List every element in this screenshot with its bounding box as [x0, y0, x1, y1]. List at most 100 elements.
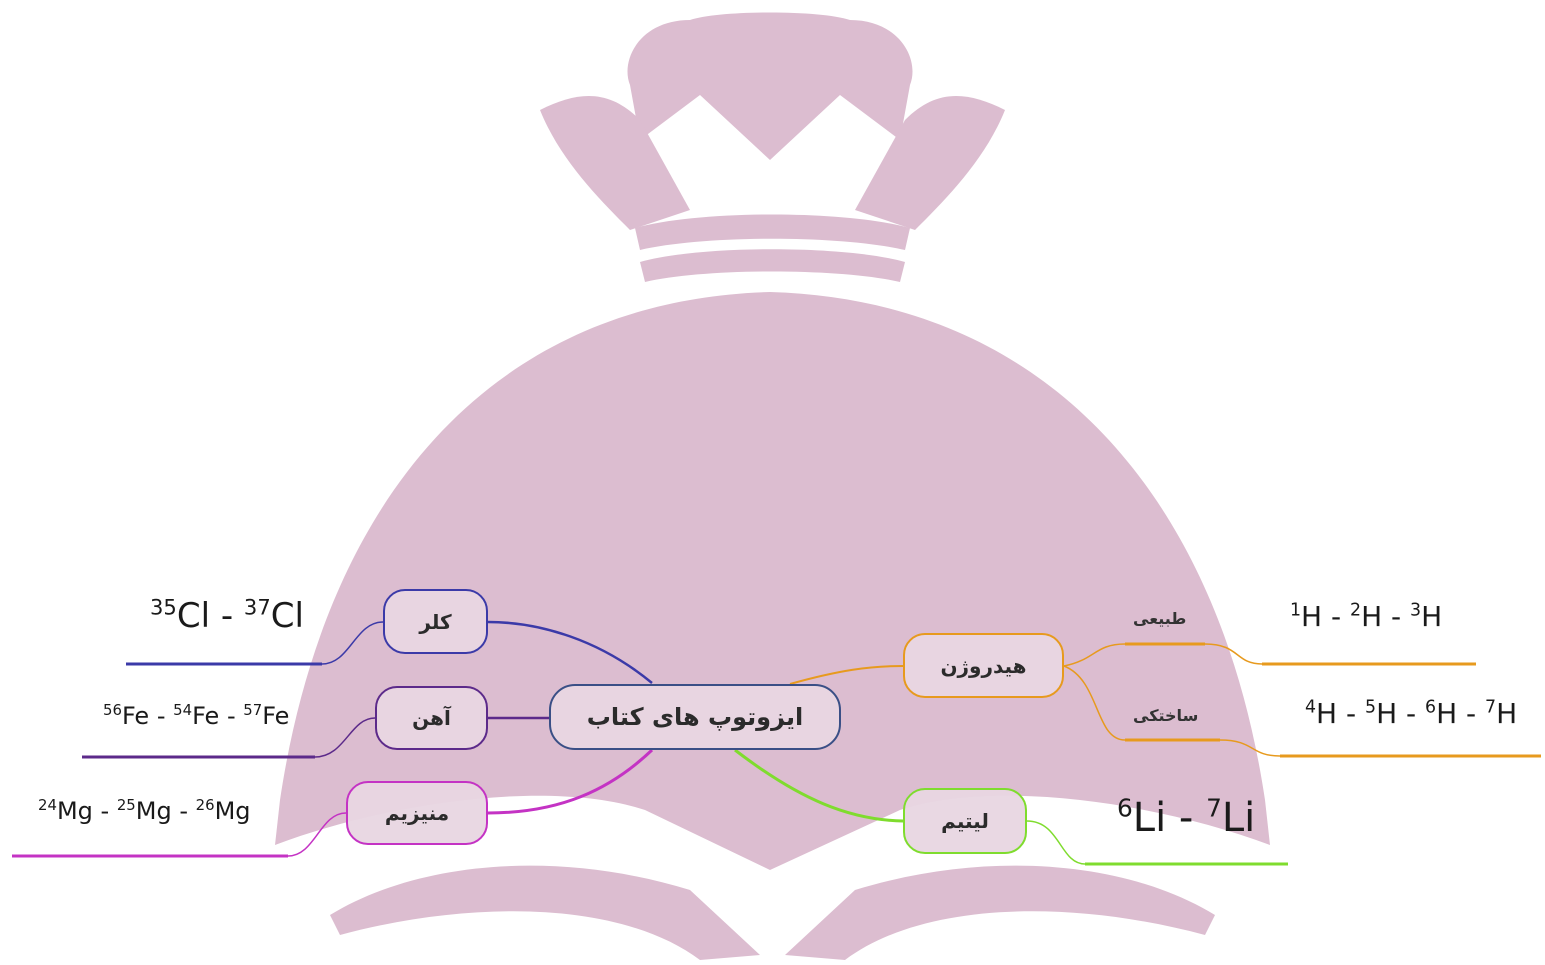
- element-symbol: Mg: [56, 797, 93, 825]
- element-symbol: Cl: [176, 596, 211, 636]
- hydrogen-isotope-6: 6H: [1425, 697, 1457, 730]
- magnesium-isotopes: 24Mg - 25Mg - 26Mg: [38, 797, 251, 825]
- hydrogen-isotope-1: 1H: [1290, 600, 1322, 633]
- isotope-separator: -: [171, 797, 196, 825]
- hydrogen-natural-isotopes: 1H - 2H - 3H: [1290, 600, 1442, 633]
- isotope-separator: -: [92, 797, 117, 825]
- hydrogen-natural-curve: [1204, 643, 1263, 665]
- hydrogen-natural-label: طبیعی: [1133, 609, 1187, 628]
- mass-number: 6: [1425, 697, 1437, 718]
- hydrogen-synthetic-isotopes: 4H - 5H - 6H - 7H: [1305, 697, 1517, 730]
- logo-book-left: [330, 865, 760, 960]
- element-symbol: Li: [1132, 795, 1167, 841]
- iron-node[interactable]: آهن: [375, 686, 488, 750]
- logo-shapes: [275, 12, 1270, 960]
- mass-number: 37: [243, 594, 271, 620]
- chlorine-isotope-35: 35Cl: [150, 596, 210, 636]
- element-symbol: Cl: [270, 596, 304, 636]
- isotope-separator: -: [1397, 697, 1426, 730]
- lithium-isotope-7: 7Li: [1206, 795, 1255, 841]
- mass-number: 6: [1117, 793, 1133, 823]
- mass-number: 5: [1365, 697, 1377, 718]
- element-symbol: Fe: [192, 702, 220, 730]
- hydrogen-isotope-7: 7H: [1485, 697, 1517, 730]
- mass-number: 3: [1410, 600, 1422, 621]
- magnesium-connector: [487, 748, 654, 815]
- iron-underline-curve: [314, 717, 376, 758]
- hydrogen-synthetic-label: ساختکی: [1133, 706, 1199, 725]
- mass-number: 24: [38, 796, 57, 814]
- element-symbol: H: [1496, 697, 1518, 730]
- lithium-isotopes: 6Li - 7Li: [1117, 795, 1255, 841]
- magnesium-label: منیزیم: [384, 801, 450, 825]
- center-label: ایزوتوپ های کتاب: [586, 703, 804, 731]
- isotope-separator: -: [1166, 795, 1207, 841]
- logo-crown-base: [635, 214, 910, 250]
- mass-number: 57: [243, 701, 263, 719]
- iron-isotopes: 56Fe - 54Fe - 57Fe: [103, 702, 289, 730]
- mass-number: 25: [116, 796, 136, 814]
- magnesium-isotope-24: 24Mg: [38, 797, 93, 825]
- mass-number: 35: [150, 594, 177, 620]
- chlorine-node[interactable]: کلر: [383, 589, 488, 654]
- element-symbol: Fe: [262, 702, 290, 730]
- element-symbol: H: [1361, 600, 1383, 633]
- isotope-separator: -: [210, 596, 244, 636]
- isotope-separator: -: [1322, 600, 1351, 633]
- isotope-separator: -: [1457, 697, 1486, 730]
- isotope-separator: -: [1337, 697, 1366, 730]
- iron-isotope-54: 54Fe: [173, 702, 219, 730]
- hydrogen-synthetic-connector: [1063, 665, 1126, 741]
- hydrogen-label: هیدروژن: [940, 653, 1027, 678]
- element-symbol: H: [1301, 600, 1323, 633]
- lithium-connector: [734, 748, 904, 823]
- iron-isotope-57: 57Fe: [243, 702, 289, 730]
- mass-number: 4: [1305, 697, 1317, 718]
- hydrogen-connector: [789, 665, 904, 685]
- logo-crown: [627, 12, 913, 160]
- mass-number: 7: [1206, 793, 1222, 823]
- logo-crown-right-wing: [855, 96, 1005, 230]
- element-symbol: H: [1436, 697, 1458, 730]
- mass-number: 26: [195, 796, 215, 814]
- hydrogen-isotope-3: 3H: [1410, 600, 1442, 633]
- element-symbol: Mg: [214, 797, 251, 825]
- mass-number: 1: [1290, 600, 1302, 621]
- element-symbol: Li: [1221, 795, 1256, 841]
- lithium-isotope-6: 6Li: [1117, 795, 1166, 841]
- chlorine-connector: [487, 620, 653, 684]
- magnesium-isotope-25: 25Mg: [117, 797, 172, 825]
- lithium-node[interactable]: لیتیم: [903, 788, 1027, 854]
- chlorine-isotope-37: 37Cl: [244, 596, 304, 636]
- chlorine-label: کلر: [419, 609, 452, 634]
- magnesium-node[interactable]: منیزیم: [346, 781, 488, 845]
- logo-crown-left-wing: [540, 96, 690, 230]
- mass-number: 7: [1485, 697, 1497, 718]
- magnesium-isotope-26: 26Mg: [196, 797, 251, 825]
- logo-neck-band: [640, 249, 905, 282]
- magnesium-underline-curve: [287, 812, 347, 857]
- center-node[interactable]: ایزوتوپ های کتاب: [549, 684, 841, 750]
- iron-isotope-56: 56Fe: [103, 702, 149, 730]
- element-symbol: H: [1316, 697, 1338, 730]
- lithium-label: لیتیم: [941, 809, 989, 833]
- element-symbol: H: [1421, 600, 1443, 633]
- logo-bell: [275, 292, 1270, 870]
- chlorine-isotopes: 35Cl - 37Cl: [150, 596, 304, 636]
- chlorine-underline-curve: [321, 621, 384, 665]
- mass-number: 2: [1350, 600, 1362, 621]
- hydrogen-natural-connector: [1063, 643, 1126, 667]
- isotope-separator: -: [1382, 600, 1411, 633]
- lithium-underline-curve: [1026, 820, 1086, 865]
- hydrogen-isotope-5: 5H: [1365, 697, 1397, 730]
- mass-number: 54: [173, 701, 193, 719]
- hydrogen-node[interactable]: هیدروژن: [903, 633, 1064, 698]
- hydrogen-synthetic-curve: [1219, 739, 1281, 757]
- iron-label: آهن: [412, 706, 451, 730]
- hydrogen-isotope-2: 2H: [1350, 600, 1382, 633]
- mass-number: 56: [103, 701, 122, 719]
- isotope-separator: -: [219, 702, 244, 730]
